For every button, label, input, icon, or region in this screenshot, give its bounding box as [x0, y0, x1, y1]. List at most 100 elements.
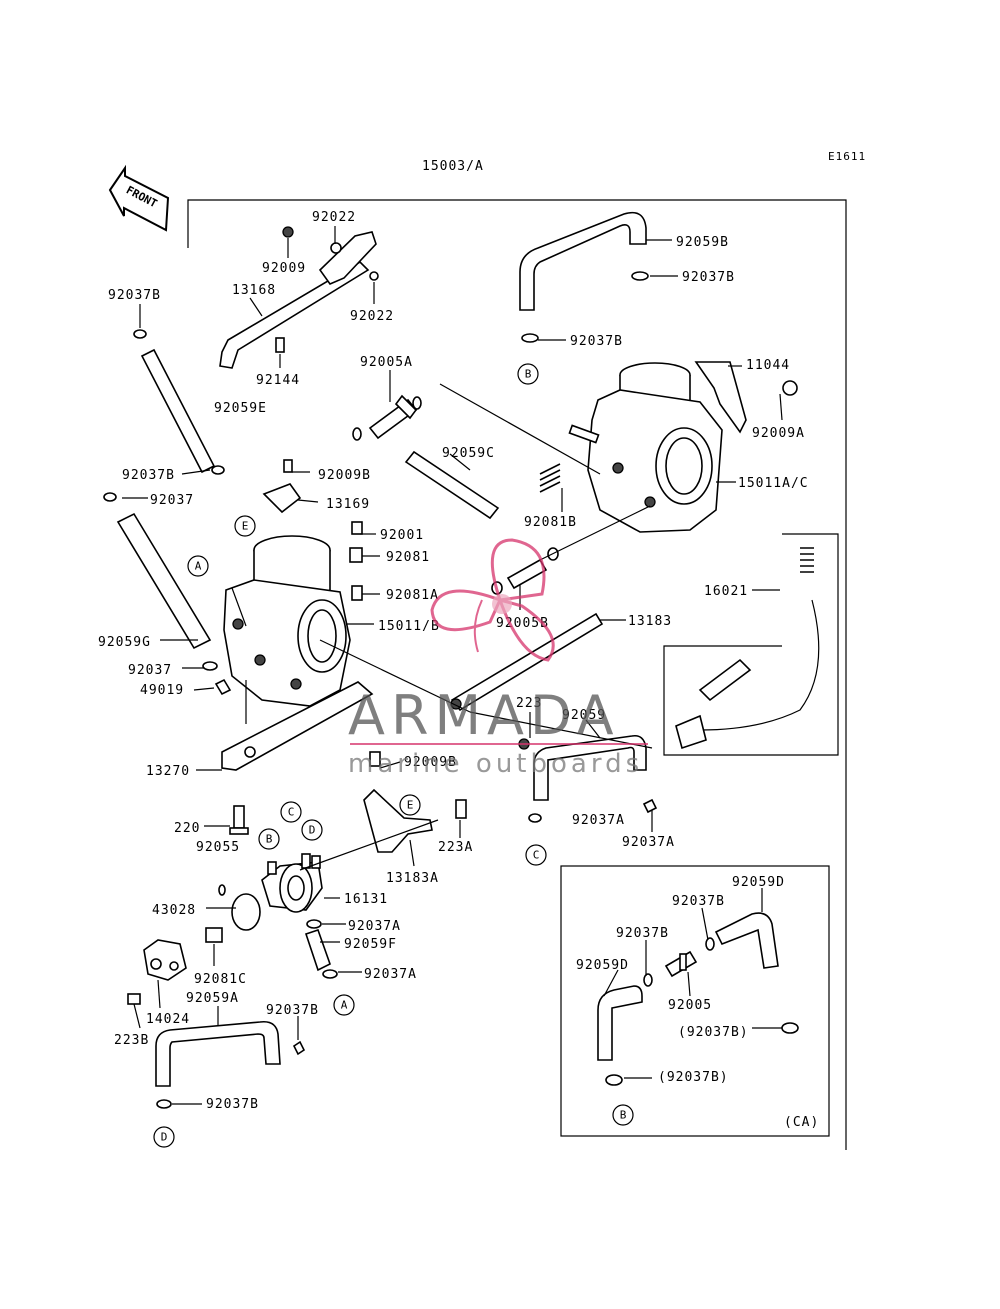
label-223b: 223B [114, 1033, 149, 1048]
label-92009a: 92009A [752, 426, 805, 441]
label-92009: 92009 [262, 261, 306, 276]
label-92144: 92144 [256, 373, 300, 388]
connector-markers: B E A C B C D E A D B [153, 363, 634, 1148]
part-labels: 92022 92009 13168 92022 92144 92059E 920… [98, 210, 819, 1130]
label-14024: 14024 [146, 1012, 190, 1027]
spring-92081b [539, 463, 561, 493]
connector-b-pump: B [258, 828, 280, 850]
label-92037b-d: 92037B [570, 334, 623, 349]
hose-92059e [133, 329, 225, 475]
svg-text:C: C [288, 806, 295, 819]
assembly-number: 15003/A [422, 159, 484, 174]
label-13270: 13270 [146, 764, 190, 779]
label-92037b-a: 92037B [108, 288, 161, 303]
label-92037b-c: 92037B [682, 270, 735, 285]
svg-text:A: A [341, 999, 348, 1012]
hose-92059g [103, 492, 232, 696]
label-220: 220 [174, 821, 200, 836]
label-92081c: 92081C [194, 972, 247, 987]
cable-16021 [663, 533, 839, 756]
label-92037b-paren-b: (92037B) [658, 1070, 729, 1085]
label-49019: 49019 [140, 683, 184, 698]
connector-c-right: C [525, 844, 547, 866]
label-16131: 16131 [344, 892, 388, 907]
label-92022-b: 92022 [350, 309, 394, 324]
label-92055: 92055 [196, 840, 240, 855]
label-92059c: 92059C [442, 446, 495, 461]
watermark-brand: ARMADA [348, 684, 620, 747]
spring-92081c [205, 927, 223, 943]
connector-d-bottom: D [153, 1126, 175, 1148]
connector-b-top: B [517, 363, 539, 385]
label-92059g: 92059G [98, 635, 151, 650]
hose-92059b [519, 211, 649, 343]
label-ca: (CA) [784, 1115, 819, 1130]
plate-13183 [450, 612, 604, 712]
label-92037a-b: 92037A [622, 835, 675, 850]
carburetor-15011b [223, 535, 351, 707]
label-92059f: 92059F [344, 937, 397, 952]
connector-c-pump: C [280, 801, 302, 823]
label-16021: 16021 [704, 584, 748, 599]
label-92059d-b: 92059D [576, 958, 629, 973]
hose-92059 [518, 734, 658, 823]
label-92009b-b: 92009B [404, 755, 457, 770]
carburetor-15011a [568, 361, 798, 533]
label-223a: 223A [438, 840, 473, 855]
hose-92059f [304, 919, 338, 979]
label-92059b: 92059B [676, 235, 729, 250]
label-92081a: 92081A [386, 588, 439, 603]
svg-text:C: C [533, 849, 540, 862]
svg-text:B: B [266, 833, 273, 846]
connector-a-left: A [187, 555, 209, 577]
frame [187, 199, 847, 1150]
hose-92059a [155, 1020, 306, 1109]
svg-text:E: E [407, 799, 414, 812]
diagram-code: E1611 [828, 150, 866, 163]
label-13183a: 13183A [386, 871, 439, 886]
connector-d-pump: D [301, 819, 323, 841]
cover-14024 [127, 939, 187, 1005]
label-92022-a: 92022 [312, 210, 356, 225]
label-92037-b: 92037 [128, 663, 172, 678]
bolt-220 [229, 805, 249, 835]
label-92059d-a: 92059D [732, 875, 785, 890]
connector-b-ca: B [612, 1104, 634, 1126]
screw-92005b [491, 547, 559, 595]
label-92037b-paren-a: (92037B) [678, 1025, 749, 1040]
label-92005a: 92005A [360, 355, 413, 370]
label-92001: 92001 [380, 528, 424, 543]
label-43028: 43028 [152, 903, 196, 918]
label-13169: 13169 [326, 497, 370, 512]
label-13168: 13168 [232, 283, 276, 298]
connector-e-top: E [234, 515, 256, 537]
propeller-logo-icon [430, 538, 555, 662]
label-13183: 13183 [628, 614, 672, 629]
svg-text:E: E [242, 520, 249, 533]
svg-text:D: D [309, 824, 316, 837]
label-92037b-h: 92037B [616, 926, 669, 941]
svg-text:B: B [525, 368, 532, 381]
label-11044: 11044 [746, 358, 790, 373]
label-92037a-d: 92037A [364, 967, 417, 982]
svg-text:B: B [620, 1109, 627, 1122]
label-223: 223 [516, 696, 542, 711]
label-92037a-a: 92037A [572, 813, 625, 828]
label-92059a: 92059A [186, 991, 239, 1006]
svg-text:A: A [195, 560, 202, 573]
plate-13270 [221, 681, 374, 771]
label-92037a-c: 92037A [348, 919, 401, 934]
label-92059: 92059 [562, 708, 606, 723]
tee-fitting-92005a [352, 394, 422, 441]
hose-92059c [404, 450, 500, 520]
connector-e-bracket: E [399, 794, 421, 816]
label-92037b-g: 92037B [672, 894, 725, 909]
label-92005: 92005 [668, 998, 712, 1013]
small-parts-left [262, 459, 363, 601]
svg-text:D: D [161, 1131, 168, 1144]
label-92059e: 92059E [214, 401, 267, 416]
pump-16131 [218, 853, 323, 931]
label-92081: 92081 [386, 550, 430, 565]
